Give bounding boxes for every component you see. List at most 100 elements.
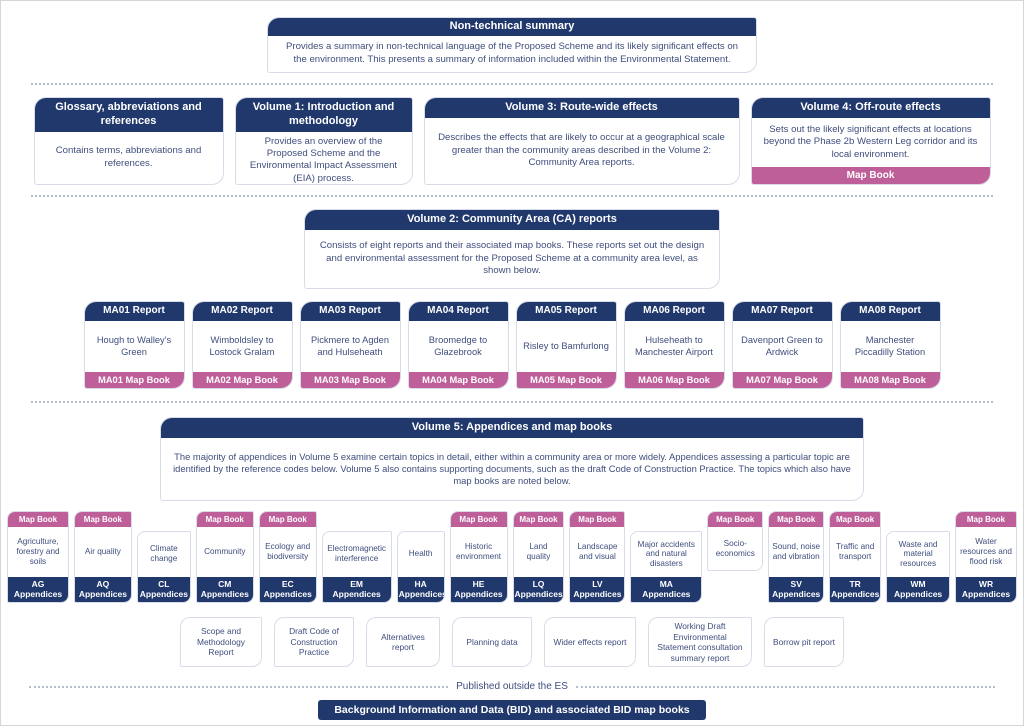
dotted-line	[29, 685, 449, 688]
aq-map-book-badge: Map Book	[74, 512, 131, 527]
wr-appendices-card: Map Book Water resources and flood risk …	[955, 511, 1017, 603]
ma07-report-card: MA07 Report Davenport Green to Ardwick M…	[731, 301, 833, 389]
glossary-card: Glossary, abbreviations and references C…	[33, 97, 224, 185]
lv-map-book-badge: Map Book	[570, 512, 625, 527]
bid-bar: Background Information and Data (BID) an…	[318, 700, 706, 720]
ma-topic: Major accidents and natural disasters	[637, 539, 695, 569]
volume3-title: Volume 3: Route-wide effects	[424, 98, 739, 118]
ma05-map-book-badge: MA05 Map Book	[516, 372, 616, 388]
volume4-card: Volume 4: Off-route effects Sets out the…	[750, 97, 991, 185]
wm-topic: Waste and material resources	[898, 539, 938, 569]
volume1-body: Provides an overview of the Proposed Sch…	[249, 135, 398, 184]
volume5-body: The majority of appendices in Volume 5 e…	[173, 450, 851, 486]
glossary-title: Glossary, abbreviations and references	[34, 98, 223, 132]
non-technical-summary-title: Non-technical summary	[268, 18, 756, 36]
volume1-title: Volume 1: Introduction and methodology	[235, 98, 412, 132]
ma04-map-book-badge: MA04 Map Book	[408, 372, 508, 388]
appendices-row: Map Book Agriculture, forestry and soils…	[1, 511, 1023, 603]
ma05-report-title: MA05 Report	[516, 302, 616, 321]
socio-economics-card: Map Book Socio-economics	[707, 511, 764, 571]
volume2-body: Consists of eight reports and their asso…	[319, 240, 705, 277]
volume4-map-book-badge: Map Book	[751, 167, 990, 184]
published-outside-label: Published outside the ES	[456, 681, 568, 692]
volume2-card: Volume 2: Community Area (CA) reports Co…	[304, 209, 720, 289]
volume5-title: Volume 5: Appendices and map books	[161, 418, 863, 438]
community-area-reports-row: MA01 Report Hough to Walley's Green MA01…	[1, 301, 1023, 389]
lq-topic: Land quality	[526, 541, 551, 561]
ag-map-book-badge: Map Book	[8, 512, 68, 527]
scope-methodology-report-box: Scope and Methodology Report	[180, 617, 262, 667]
non-technical-summary-card: Non-technical summary Provides a summary…	[267, 17, 757, 73]
volume4-body: Sets out the likely significant effects …	[763, 123, 978, 160]
ma03-map-book-badge: MA03 Map Book	[300, 372, 400, 388]
glossary-body: Contains terms, abbreviations and refere…	[55, 145, 202, 169]
lv-topic: Landscape and visual	[577, 541, 618, 561]
ma02-map-book-badge: MA02 Map Book	[192, 372, 292, 388]
volume1-card: Volume 1: Introduction and methodology P…	[234, 97, 413, 185]
ma02-report-card: MA02 Report Wimboldsley to Lostock Grala…	[191, 301, 293, 389]
ma06-report-card: MA06 Report Hulseheath to Manchester Air…	[623, 301, 725, 389]
volumes-row: Glossary, abbreviations and references C…	[1, 97, 1023, 185]
ag-appendices-card: Map Book Agriculture, forestry and soils…	[7, 511, 69, 603]
ag-topic: Agriculture, forestry and soils	[16, 537, 60, 566]
dotted-line	[575, 685, 995, 688]
volume4-title: Volume 4: Off-route effects	[751, 98, 990, 118]
ma03-report-title: MA03 Report	[300, 302, 400, 321]
tr-map-book-badge: Map Book	[830, 512, 881, 527]
he-topic: Historic environment	[456, 541, 502, 561]
volume2-title: Volume 2: Community Area (CA) reports	[305, 210, 719, 230]
ma07-report-title: MA07 Report	[732, 302, 832, 321]
sv-topic: Sound, noise and vibration	[772, 541, 821, 561]
sv-map-book-badge: Map Book	[769, 512, 824, 527]
ec-topic: Ecology and biodiversity	[265, 541, 311, 561]
cm-topic: Community	[204, 546, 246, 556]
em-topic: Electromagnetic interference	[327, 544, 386, 564]
ma08-report-title: MA08 Report	[840, 302, 940, 321]
lq-map-book-badge: Map Book	[513, 512, 564, 527]
wr-map-book-badge: Map Book	[956, 512, 1016, 527]
working-draft-es-consultation-summary-box: Working Draft Environmental Statement co…	[648, 617, 752, 667]
ma06-report-area: Hulseheath to Manchester Airport	[634, 335, 714, 358]
ma02-report-title: MA02 Report	[192, 302, 292, 321]
ma01-map-book-badge: MA01 Map Book	[84, 372, 184, 388]
ma06-map-book-badge: MA06 Map Book	[624, 372, 724, 388]
he-map-book-badge: Map Book	[450, 512, 507, 527]
ma02-report-area: Wimboldsley to Lostock Gralam	[209, 335, 275, 358]
ma04-report-area: Broomedge to Glazebrook	[428, 335, 488, 358]
socio-economics-map-book-badge: Map Book	[708, 512, 763, 527]
ma01-report-title: MA01 Report	[84, 302, 184, 321]
volume3-body: Describes the effects that are likely to…	[438, 132, 725, 169]
wider-effects-report-box: Wider effects report	[544, 617, 636, 667]
ha-topic: Health	[408, 549, 433, 559]
ma08-report-area: Manchester Piccadilly Station	[854, 335, 926, 358]
socio-economics-topic: Socio-economics	[715, 538, 755, 558]
section-divider	[31, 401, 993, 403]
tr-topic: Traffic and transport	[836, 541, 875, 561]
ec-map-book-badge: Map Book	[259, 512, 316, 527]
ma04-report-card: MA04 Report Broomedge to Glazebrook MA04…	[407, 301, 509, 389]
draft-code-construction-practice-box: Draft Code of Construction Practice	[274, 617, 354, 667]
ma07-report-area: Davenport Green to Ardwick	[741, 335, 823, 358]
section-divider	[31, 195, 993, 197]
